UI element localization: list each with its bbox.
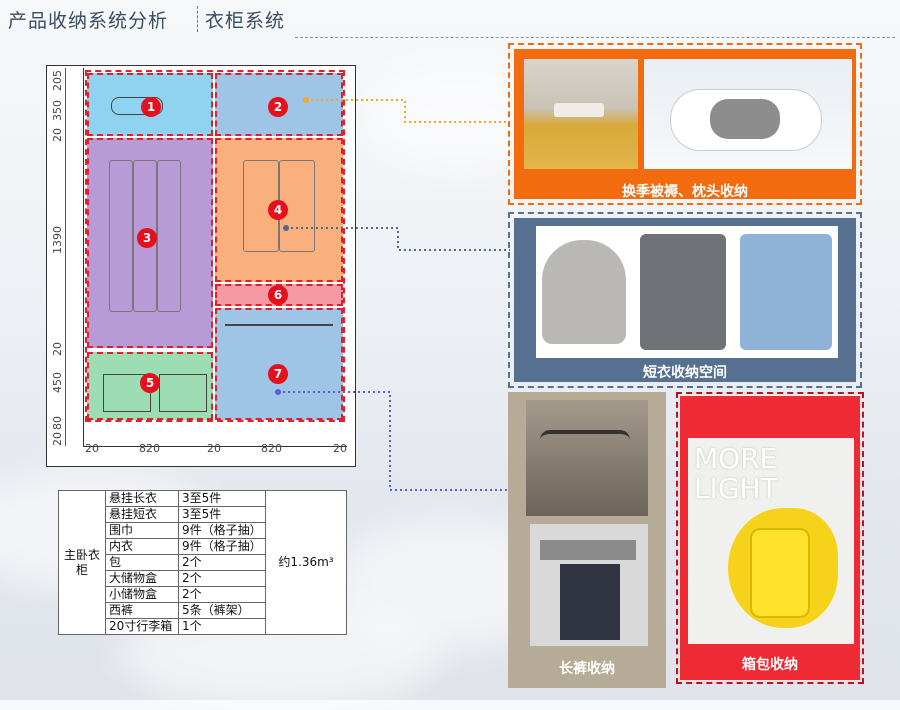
item-cell: 包 [105, 554, 179, 571]
trouser-rack-photo [526, 400, 648, 516]
zone-3-long-hanging [87, 138, 213, 348]
header-rule [295, 37, 895, 38]
qty-cell: 2个 [178, 554, 266, 571]
blazer-shape [640, 234, 726, 350]
dimension-line [65, 68, 66, 446]
bed-photo [524, 59, 638, 169]
marker-5: 5 [140, 373, 160, 393]
connector-short-clothes [286, 227, 510, 251]
trousers-shape [560, 564, 620, 640]
dim-label: 20 [207, 442, 221, 455]
item-cell: 悬挂长衣 [105, 490, 179, 507]
long-coat-sketch [157, 160, 181, 312]
qty-cell: 5条（裤架） [178, 602, 266, 619]
panel-luggage: MORE LIGHT 箱包收纳 [676, 392, 864, 684]
total-cell: 约1.36m³ [265, 490, 347, 635]
panel-bedding-title: 换季被褥、枕头收纳 [622, 184, 748, 200]
rack-shape [540, 540, 636, 560]
storage-box-sketch [103, 374, 151, 412]
item-cell: 小储物盒 [105, 586, 179, 603]
qty-cell: 1个 [178, 618, 266, 635]
long-coat-sketch [109, 160, 133, 312]
qty-cell: 2个 [178, 570, 266, 587]
marker-7: 7 [268, 364, 288, 384]
title-divider [197, 6, 198, 32]
panel-trousers-title: 长裤收纳 [559, 661, 615, 677]
item-cell: 大储物盒 [105, 570, 179, 587]
item-cell: 悬挂短衣 [105, 506, 179, 523]
clothes-photo [536, 226, 838, 358]
panel-luggage-title: 箱包收纳 [742, 657, 798, 673]
qty-cell: 3至5件 [178, 506, 266, 523]
panel-bedding: 换季被褥、枕头收纳 [508, 43, 862, 205]
marker-4: 4 [268, 200, 288, 220]
frame-line [83, 68, 84, 446]
pull-out-rack-photo [530, 524, 648, 646]
marker-6: 6 [268, 285, 288, 305]
marker-1: 1 [141, 97, 161, 117]
poster-word: LIGHT [694, 472, 778, 505]
qty-cell: 9件（格子抽） [178, 538, 266, 555]
marker-2: 2 [268, 97, 288, 117]
pillow-pattern [710, 99, 780, 139]
qty-cell: 9件（格子抽） [178, 522, 266, 539]
dim-label: 20 [333, 442, 347, 455]
panel-short-clothes-title: 短衣收纳空间 [643, 365, 727, 381]
poster-word: MORE [694, 442, 778, 475]
page-title: 产品收纳系统分析 [8, 10, 169, 32]
group-cell: 主卧衣柜 [58, 490, 106, 635]
connector-dot [275, 389, 281, 395]
page-header: 产品收纳系统分析 衣柜系统 [0, 0, 900, 38]
suitcase-shape [750, 528, 810, 618]
item-cell: 内衣 [105, 538, 179, 555]
qty-cell: 2个 [178, 586, 266, 603]
wardrobe-plan: 205 350 20 1390 20 450 80 20 20 820 20 8… [46, 65, 356, 467]
connector-bedding [306, 99, 510, 123]
panel-short-clothes: 短衣收纳空间 [508, 212, 862, 388]
wardrobe-outline [85, 70, 345, 422]
connector-trousers [278, 391, 508, 491]
luggage-poster: MORE LIGHT [688, 438, 854, 644]
dim-label: 820 [261, 442, 282, 455]
hanger-bars [540, 430, 630, 504]
connector-dot [283, 225, 289, 231]
item-cell: 20寸行李箱 [105, 618, 179, 635]
rail-sketch [225, 324, 333, 326]
frame-line [83, 446, 347, 447]
pillow-photo [644, 59, 852, 169]
pillow-shape [554, 103, 604, 117]
panel-trousers: 长裤收纳 [508, 392, 666, 688]
item-cell: 围巾 [105, 522, 179, 539]
qty-cell: 3至5件 [178, 490, 266, 507]
table-row: 主卧衣柜 悬挂长衣 3至5件 约1.36m³ [58, 490, 347, 635]
sweater-shape [542, 240, 626, 344]
storage-box-sketch [159, 374, 207, 412]
dim-label: 20 [85, 442, 99, 455]
page-subtitle: 衣柜系统 [205, 10, 286, 32]
marker-3: 3 [137, 228, 157, 248]
shirt-shape [740, 234, 832, 350]
drawer-sketch [111, 97, 163, 115]
item-cell: 西裤 [105, 602, 179, 619]
connector-dot [303, 97, 309, 103]
dim-label: 820 [139, 442, 160, 455]
